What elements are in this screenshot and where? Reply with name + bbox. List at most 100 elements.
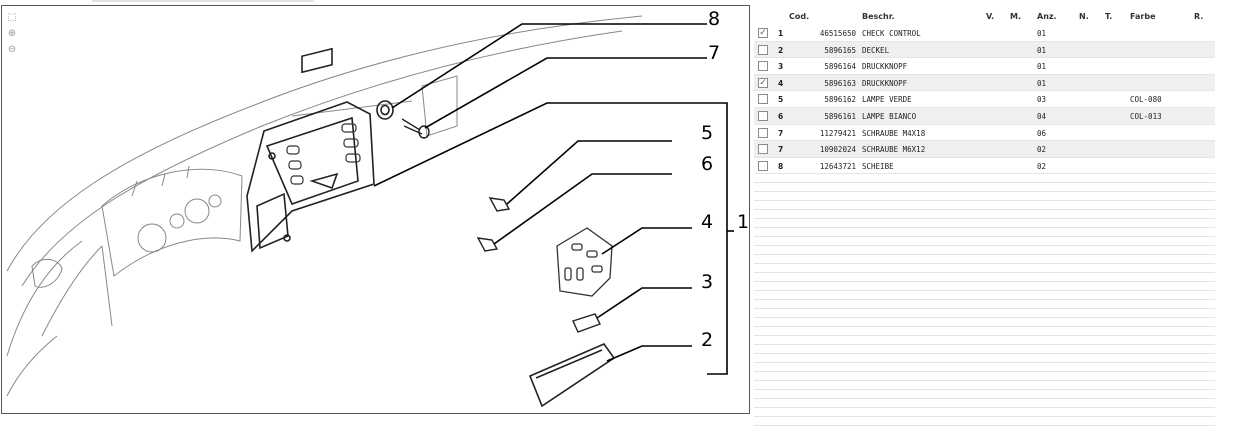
empty-row	[754, 192, 1215, 202]
empty-row	[754, 174, 1215, 184]
cell-position: 7	[778, 145, 784, 155]
cell-position: 5	[778, 95, 784, 105]
empty-row	[754, 381, 1215, 391]
empty-row	[754, 309, 1215, 319]
cell-cod: 46515650	[819, 29, 856, 38]
row-checkbox[interactable]	[758, 61, 768, 72]
empty-row	[754, 354, 1215, 364]
col-n[interactable]: N.	[1079, 12, 1089, 21]
empty-row	[754, 210, 1215, 220]
callout-5: 5	[701, 122, 714, 144]
cell-position: 6	[778, 111, 784, 121]
cell-position: 7	[778, 128, 784, 138]
col-farbe[interactable]: Farbe	[1130, 12, 1156, 21]
top-bar-segment	[92, 0, 314, 2]
col-m[interactable]: M.	[1010, 12, 1021, 21]
cell-anz: 02	[1037, 145, 1047, 155]
cell-desc: SCHEIBE	[862, 161, 894, 171]
table-row[interactable]: 5 5896162 LAMPE VERDE 03 COL-080	[754, 91, 1215, 108]
cell-desc: LAMPE VERDE	[862, 95, 912, 105]
cell-anz: 01	[1037, 78, 1047, 88]
table-header: Cod. Beschr. V. M. Anz. N. T. Farbe R.	[754, 8, 1215, 25]
col-r[interactable]: R.	[1194, 12, 1204, 21]
cell-cod: 5896165	[824, 45, 856, 55]
empty-row	[754, 282, 1215, 292]
cell-desc: DRUCKKNOPF	[862, 78, 908, 88]
cell-desc: LAMPE BIANCO	[862, 111, 917, 121]
empty-row	[754, 408, 1215, 418]
empty-row	[754, 255, 1215, 265]
cell-desc: DRUCKKNOPF	[862, 62, 908, 72]
cell-desc: DECKEL	[862, 45, 890, 55]
table-row[interactable]: 8 12643721 SCHEIBE 02	[754, 158, 1215, 175]
select-icon[interactable]: ⬚	[7, 12, 17, 23]
empty-row	[754, 228, 1215, 238]
callout-7: 7	[708, 42, 721, 64]
cell-position: 2	[778, 45, 784, 55]
cell-anz: 06	[1037, 128, 1047, 138]
col-v[interactable]: V.	[986, 12, 995, 21]
cell-cod: 5896164	[824, 62, 856, 72]
row-checkbox[interactable]	[758, 127, 768, 138]
empty-row	[754, 372, 1215, 382]
col-anz[interactable]: Anz.	[1037, 12, 1057, 21]
cell-cod: 10902024	[819, 145, 856, 155]
cell-cod: 11279421	[819, 128, 856, 138]
empty-row	[754, 183, 1215, 193]
table-empty-area	[754, 174, 1215, 427]
empty-row	[754, 363, 1215, 373]
zoom-out-icon[interactable]: ⊖	[7, 44, 17, 55]
col-beschr[interactable]: Beschr.	[862, 12, 895, 21]
empty-row	[754, 201, 1215, 211]
cell-cod: 5896162	[824, 95, 856, 105]
empty-row	[754, 417, 1215, 427]
table-row[interactable]: 7 11279421 SCHRAUBE M4X18 06	[754, 125, 1215, 142]
callout-3: 3	[701, 271, 714, 293]
table-row[interactable]: 7 10902024 SCHRAUBE M6X12 02	[754, 141, 1215, 158]
table-row[interactable]: 3 5896164 DRUCKKNOPF 01	[754, 58, 1215, 75]
cell-anz: 01	[1037, 29, 1047, 38]
callout-4: 4	[701, 211, 714, 233]
row-checkbox-checked[interactable]: ✓	[758, 77, 768, 88]
cell-farbe: COL-080	[1130, 95, 1162, 105]
empty-row	[754, 264, 1215, 274]
exploded-view-drawing	[6, 15, 734, 408]
empty-row	[754, 237, 1215, 247]
empty-row	[754, 336, 1215, 346]
cell-position: 3	[778, 62, 784, 72]
empty-row	[754, 300, 1215, 310]
cell-cod: 12643721	[819, 161, 856, 171]
cell-anz: 02	[1037, 161, 1047, 171]
cell-anz: 03	[1037, 95, 1047, 105]
col-t[interactable]: T.	[1105, 12, 1113, 21]
empty-row	[754, 291, 1215, 301]
row-checkbox[interactable]	[758, 144, 768, 155]
cell-farbe: COL-013	[1130, 111, 1162, 121]
empty-row	[754, 318, 1215, 328]
callout-8: 8	[708, 8, 721, 30]
cell-anz: 01	[1037, 45, 1047, 55]
row-checkbox-checked[interactable]: ✓	[758, 28, 768, 38]
row-checkbox[interactable]	[758, 94, 768, 105]
zoom-in-icon[interactable]: ⊕	[7, 28, 17, 39]
empty-row	[754, 246, 1215, 256]
cell-desc: SCHRAUBE M4X18	[862, 128, 926, 138]
cell-desc: SCHRAUBE M6X12	[862, 145, 926, 155]
row-checkbox[interactable]	[758, 160, 768, 171]
cell-desc: CHECK CONTROL	[862, 29, 921, 38]
cell-position: 8	[778, 161, 784, 171]
parts-table: Cod. Beschr. V. M. Anz. N. T. Farbe R. ✓…	[754, 8, 1215, 427]
col-cod[interactable]: Cod.	[789, 12, 810, 21]
parts-diagram[interactable]: ⬚ ⊕ ⊖	[1, 5, 750, 414]
cell-position: 4	[778, 78, 784, 88]
row-checkbox[interactable]	[758, 44, 768, 55]
table-row[interactable]: 2 5896165 DECKEL 01	[754, 41, 1215, 59]
row-checkbox[interactable]	[758, 110, 768, 121]
cell-anz: 01	[1037, 62, 1047, 72]
empty-row	[754, 327, 1215, 337]
callout-1: 1	[737, 211, 750, 233]
